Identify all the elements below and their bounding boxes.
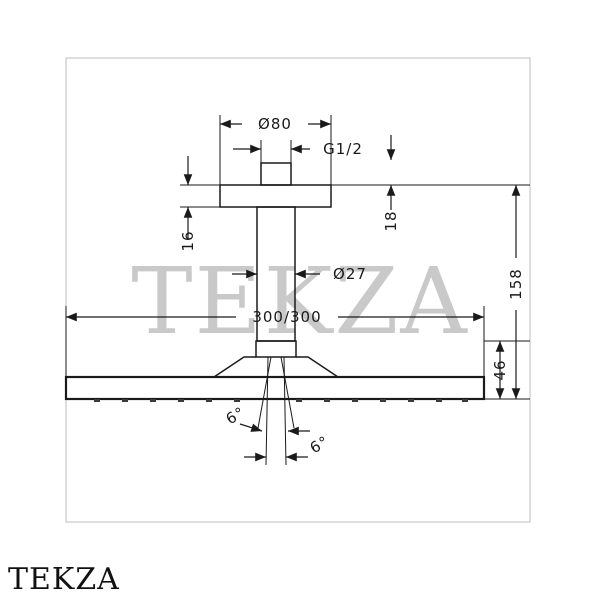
- dim-flange-diameter: Ø80: [258, 115, 292, 133]
- drawing-frame: [65, 57, 531, 523]
- dim-total-height: 158: [507, 268, 525, 300]
- dim-flange-thickness: 16: [179, 230, 197, 251]
- connector-nut: [255, 340, 297, 358]
- dim-spray-angle-right: 6°: [307, 432, 332, 457]
- dim-arm-diameter: Ø27: [333, 265, 367, 283]
- dim-head-width: 300/300: [252, 308, 321, 326]
- dim-spray-angle-left: 6°: [223, 403, 248, 428]
- spray-nozzles: [94, 399, 468, 402]
- shower-head-plate: [64, 375, 486, 401]
- brand-logo: TEKZA: [8, 562, 120, 597]
- shower-head-dome: [211, 356, 341, 378]
- dimension-arrows: [66, 119, 521, 462]
- dim-thread: G1/2: [323, 140, 363, 158]
- ceiling-flange: [219, 184, 332, 208]
- dim-flange-offset: 18: [382, 210, 400, 231]
- dim-head-height: 46: [491, 359, 509, 380]
- watermark-text: TEKZA: [131, 248, 469, 355]
- thread-nipple: [260, 162, 292, 186]
